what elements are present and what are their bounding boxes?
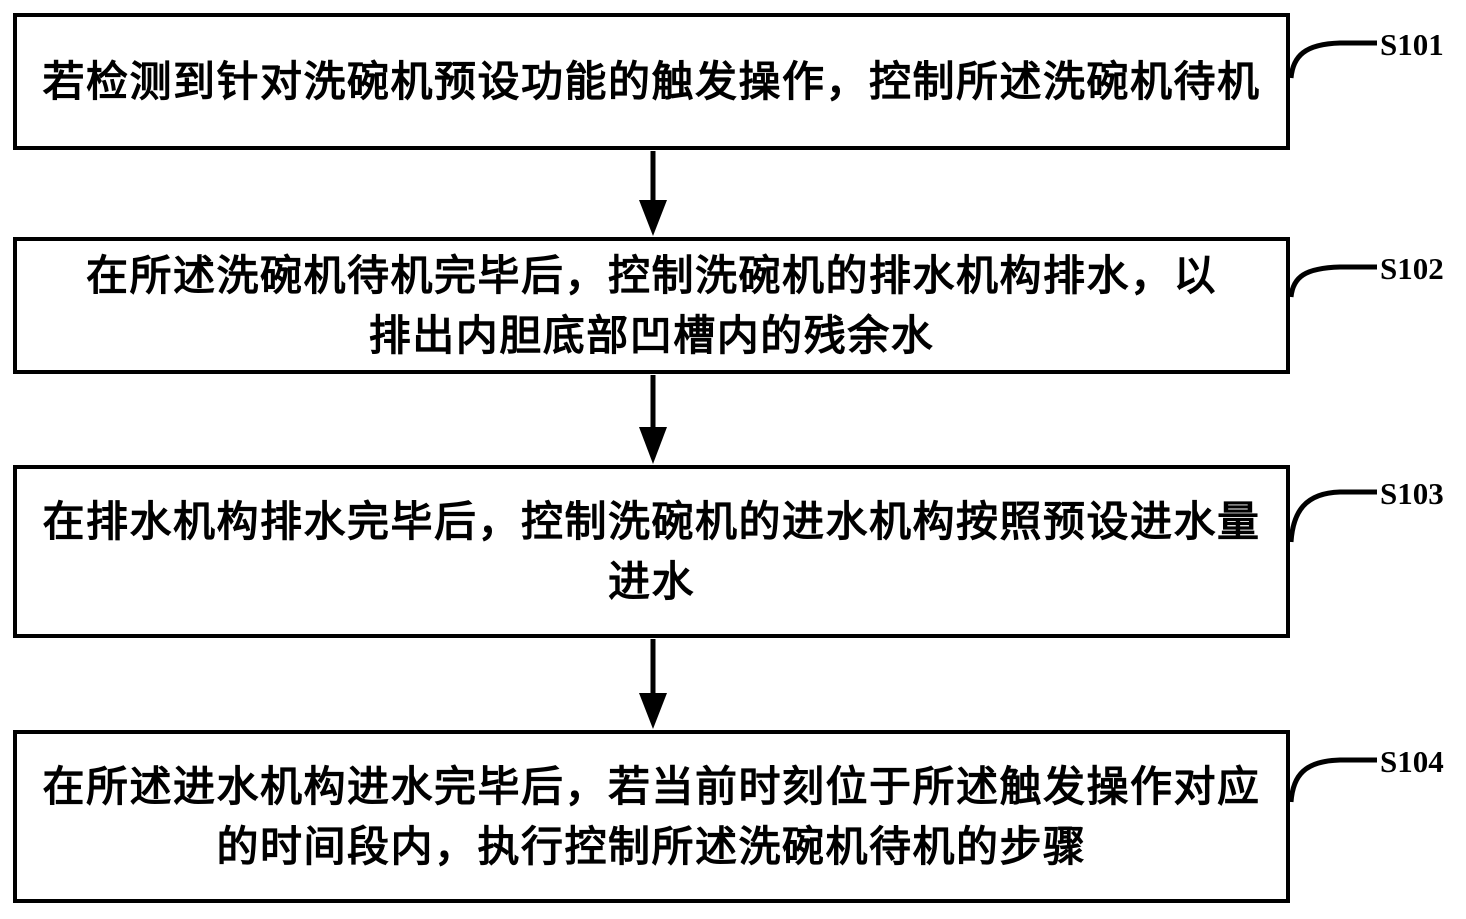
leader-line-s101 (1288, 40, 1377, 79)
step-label-s103: S103 (1380, 476, 1444, 511)
step-box-s101: 若检测到针对洗碗机预设功能的触发操作，控制所述洗碗机待机 (13, 13, 1290, 150)
step-label-s104: S104 (1380, 744, 1444, 779)
step-text-s101: 若检测到针对洗碗机预设功能的触发操作，控制所述洗碗机待机 (42, 57, 1261, 105)
step-label-s102: S102 (1380, 251, 1444, 286)
step-box-s102: 在所述洗碗机待机完毕后，控制洗碗机的排水机构排水，以 排出内胆底部凹槽内的残余水 (13, 237, 1290, 374)
arrow-step2-to-step3 (639, 375, 667, 464)
step-text-s104: 在所述进水机构进水完毕后，若当前时刻位于所述触发操作对应 的时间段内，执行控制所… (42, 762, 1261, 870)
step-text-s102: 在所述洗碗机待机完毕后，控制洗碗机的排水机构排水，以 排出内胆底部凹槽内的残余水 (85, 251, 1217, 359)
step-text-s103: 在排水机构排水完毕后，控制洗碗机的进水机构按照预设进水量 进水 (42, 497, 1261, 605)
leader-line-s103 (1288, 489, 1377, 543)
step-label-s101: S101 (1380, 27, 1444, 62)
leader-line-s102 (1288, 264, 1377, 298)
step-box-s103: 在排水机构排水完毕后，控制洗碗机的进水机构按照预设进水量 进水 (13, 465, 1290, 638)
arrow-step3-to-step4 (639, 639, 667, 729)
step-box-s104: 在所述进水机构进水完毕后，若当前时刻位于所述触发操作对应 的时间段内，执行控制所… (13, 730, 1290, 903)
leader-line-s104 (1288, 757, 1377, 803)
arrow-step1-to-step2 (639, 151, 667, 236)
